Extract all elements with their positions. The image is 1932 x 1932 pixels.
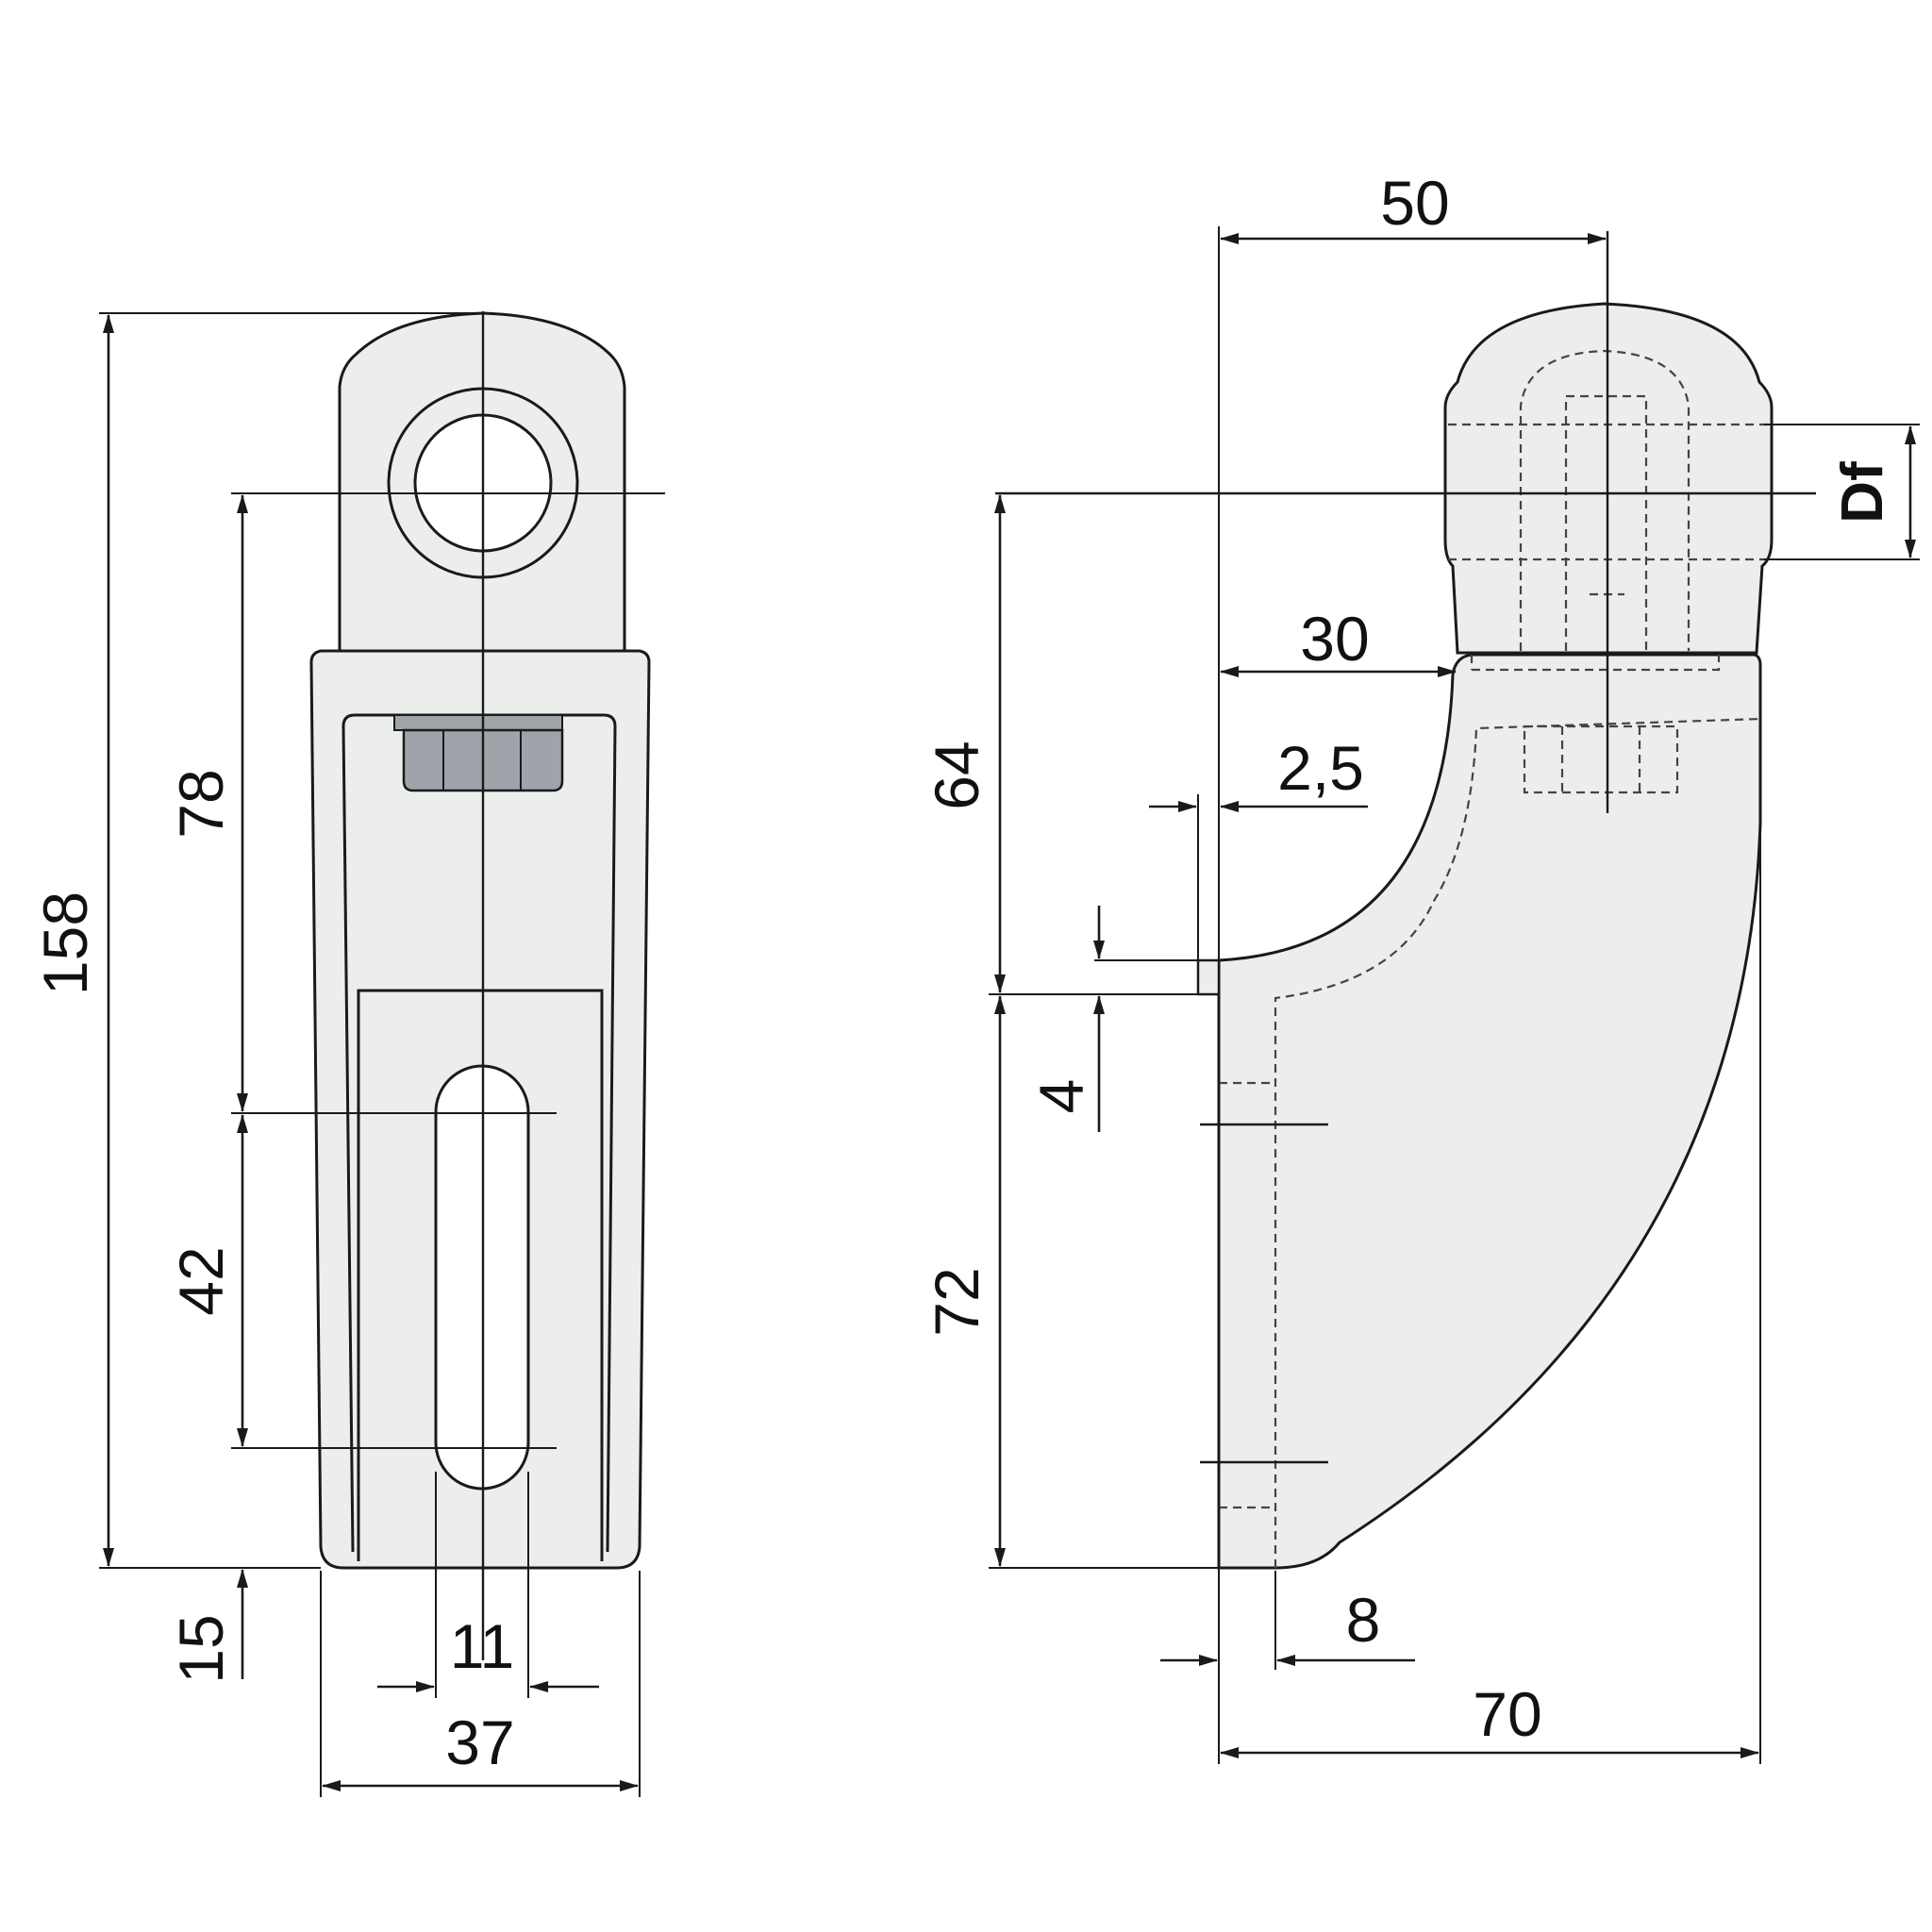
dim-4-label: 4	[1026, 1079, 1096, 1114]
dim-72-label: 72	[922, 1267, 991, 1336]
dim-37-label: 37	[445, 1707, 514, 1777]
hex-nut	[393, 714, 564, 792]
dim-15-label: 15	[166, 1614, 236, 1683]
dim-78-label: 78	[166, 769, 236, 838]
front-dimensions: 158 78 42 15 11 37	[30, 312, 665, 1797]
dim-70-label: 70	[1473, 1679, 1541, 1749]
dim-2-5-label: 2,5	[1277, 733, 1364, 803]
dim-30-label: 30	[1300, 604, 1369, 674]
dim-158-label: 158	[30, 891, 100, 995]
front-plate	[357, 989, 604, 1561]
side-dimensions: 50 30 2,5 64 4 72 8 70 Df	[922, 168, 1920, 1764]
side-ledge	[1196, 958, 1221, 996]
side-view	[995, 231, 1816, 1570]
dim-8-label: 8	[1346, 1585, 1381, 1655]
front-view	[309, 311, 651, 1660]
dim-df-label: Df	[1830, 461, 1895, 524]
dim-11-label: 11	[450, 1611, 515, 1681]
dim-42-label: 42	[166, 1246, 236, 1315]
dim-50-label: 50	[1380, 168, 1449, 238]
dim-64-label: 64	[922, 741, 991, 809]
